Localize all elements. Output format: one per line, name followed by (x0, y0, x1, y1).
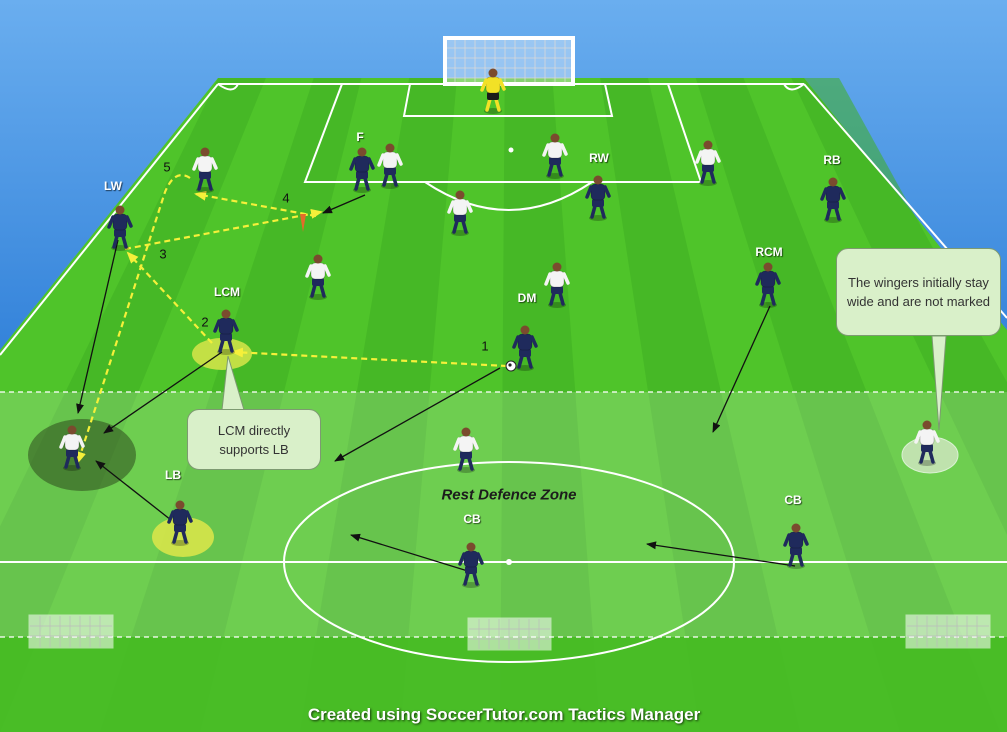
mini-goal-left (28, 614, 114, 649)
player-opp-4 (305, 254, 331, 300)
label-dm: DM (517, 291, 537, 305)
label-cb-centre: CB (463, 512, 481, 526)
pass-number-3: 3 (159, 246, 167, 262)
player-opp-lb-space (59, 425, 85, 471)
pass-marker-icon (300, 214, 306, 232)
grass-stripe (791, 78, 1007, 732)
label-cb-right: CB (784, 493, 802, 507)
zone-title: Rest Defence Zone (441, 486, 577, 504)
grass-stripe (600, 78, 800, 732)
mini-goal-centre (467, 617, 552, 651)
goalkeeper (480, 68, 506, 114)
player-dm (512, 325, 538, 371)
label-rw: RW (589, 151, 609, 165)
player-opp-mid (542, 133, 568, 179)
player-opp-winger (914, 420, 940, 466)
player-f (349, 147, 375, 193)
player-cb-right (783, 523, 809, 569)
grass-stripe (695, 78, 1000, 732)
label-lw: LW (104, 179, 122, 193)
player-rcm (755, 262, 781, 308)
player-opp-rw (695, 140, 721, 186)
callout-pointers (221, 335, 947, 431)
pass-number-1: 1 (481, 338, 489, 354)
player-rw (585, 175, 611, 221)
callout-wingers: The wingers initially stay wide and are … (836, 248, 1001, 336)
label-lb: LB (165, 468, 181, 482)
mini-goals (28, 614, 991, 651)
player-cb-centre (458, 542, 484, 588)
player-opp-dm (544, 262, 570, 308)
pass-number-5: 5 (163, 159, 171, 175)
mini-goal-right (905, 614, 991, 649)
grass-stripe (300, 78, 457, 732)
pass-arrows (76, 174, 508, 464)
pitch-grass (0, 78, 1007, 732)
pass-number-4: 4 (282, 190, 290, 206)
zone-boundaries (0, 391, 1007, 638)
player-opp-centre (447, 190, 473, 236)
player-lw (107, 205, 133, 251)
callout-lcm-support: LCM directly supports LB (187, 409, 321, 470)
pass-number-2: 2 (201, 314, 209, 330)
label-lcm: LCM (214, 285, 240, 299)
rest-defence-zone (0, 392, 1007, 637)
player-opp-f (377, 143, 403, 189)
player-lcm (213, 309, 239, 355)
top-goal (443, 36, 575, 86)
label-rb: RB (823, 153, 841, 167)
player-lb (167, 500, 193, 546)
player-opp-centre-low (453, 427, 479, 473)
ball (505, 360, 517, 372)
label-rcm: RCM (755, 245, 783, 259)
player-opp-lw (192, 147, 218, 193)
grass-stripe (500, 78, 600, 732)
players (59, 68, 940, 588)
credit-text: Created using SoccerTutor.com Tactics Ma… (307, 705, 701, 724)
player-rb (820, 177, 846, 223)
label-f: F (356, 130, 364, 144)
movement-arrows (76, 194, 796, 573)
